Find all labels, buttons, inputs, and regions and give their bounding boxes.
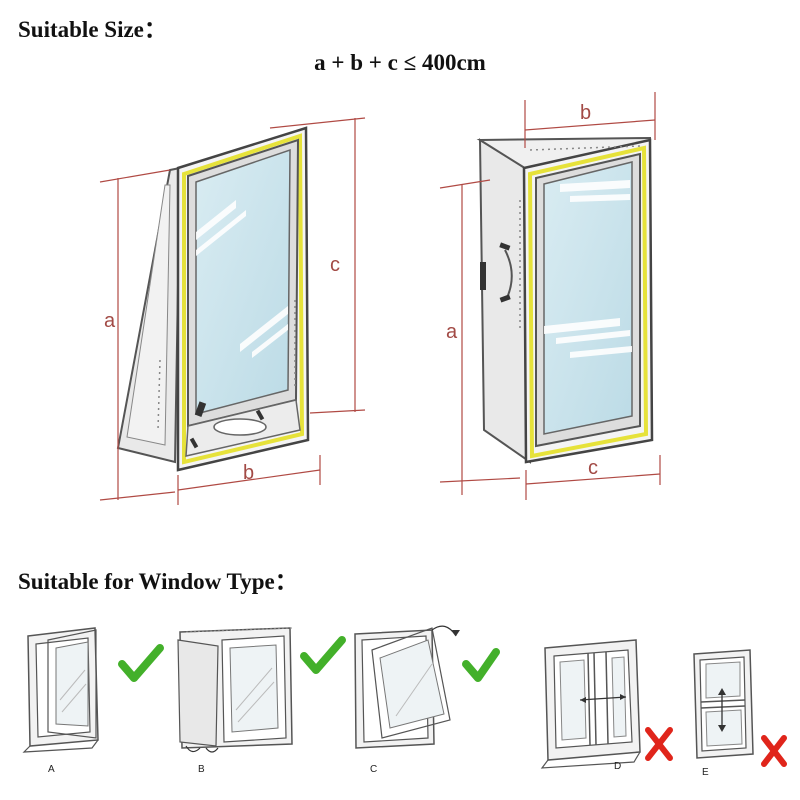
- cross-mark-icon: [761, 735, 787, 767]
- size-formula: a + b + c ≤ 400cm: [314, 50, 486, 75]
- window-type-label-a: A: [48, 764, 55, 775]
- window-type-label-c: C: [370, 764, 377, 775]
- check-mark-icon: [462, 648, 500, 682]
- cross-mark-icon: [645, 727, 673, 761]
- seal-tape: [527, 145, 649, 459]
- dimension-label-b: b: [243, 462, 254, 484]
- dimension-lines: [99, 117, 366, 505]
- window-type-a: A: [22, 627, 99, 775]
- seal-tape: [182, 133, 305, 465]
- handle-block: [480, 262, 486, 290]
- zipper-tab-left: [189, 437, 199, 449]
- seal-fabric-inner: [126, 184, 171, 446]
- zipper-tab-bottom: [499, 294, 511, 303]
- dimension-label-a: a: [104, 310, 116, 332]
- dimension-label-a: a: [446, 321, 458, 343]
- dimension-label-b: b: [580, 102, 591, 124]
- check-mark-icon: [118, 644, 164, 682]
- window-type-label-d: D: [614, 761, 621, 772]
- window-type-c: C: [354, 625, 460, 775]
- check-mark-icon: [300, 636, 346, 674]
- seam-line: [529, 145, 641, 151]
- dimension-label-c: c: [330, 254, 340, 276]
- suitable-size-heading: Suitable Size：: [18, 17, 167, 42]
- window-glass: [195, 148, 291, 415]
- window-type-label-e: E: [702, 767, 709, 778]
- window-type-b: B: [177, 627, 293, 775]
- window-glass: [543, 161, 633, 435]
- window-type-label-b: B: [198, 764, 205, 775]
- side-hung-window-figure: b a c: [439, 92, 661, 500]
- glass-reflections: [196, 200, 288, 358]
- hose-hole: [213, 418, 267, 436]
- dimension-lines: [439, 92, 661, 500]
- zipper-tab-top: [499, 242, 511, 251]
- window-type-e: E: [693, 649, 754, 778]
- window-type-d: D: [540, 639, 641, 772]
- zipper-tab-right: [255, 409, 265, 421]
- latch-handle: [194, 401, 207, 417]
- suitable-window-type-heading: Suitable for Window Type：: [18, 569, 298, 594]
- glass-reflections: [544, 180, 632, 358]
- top-hung-window-figure: a c b: [99, 117, 366, 505]
- dimension-label-c: c: [588, 457, 598, 479]
